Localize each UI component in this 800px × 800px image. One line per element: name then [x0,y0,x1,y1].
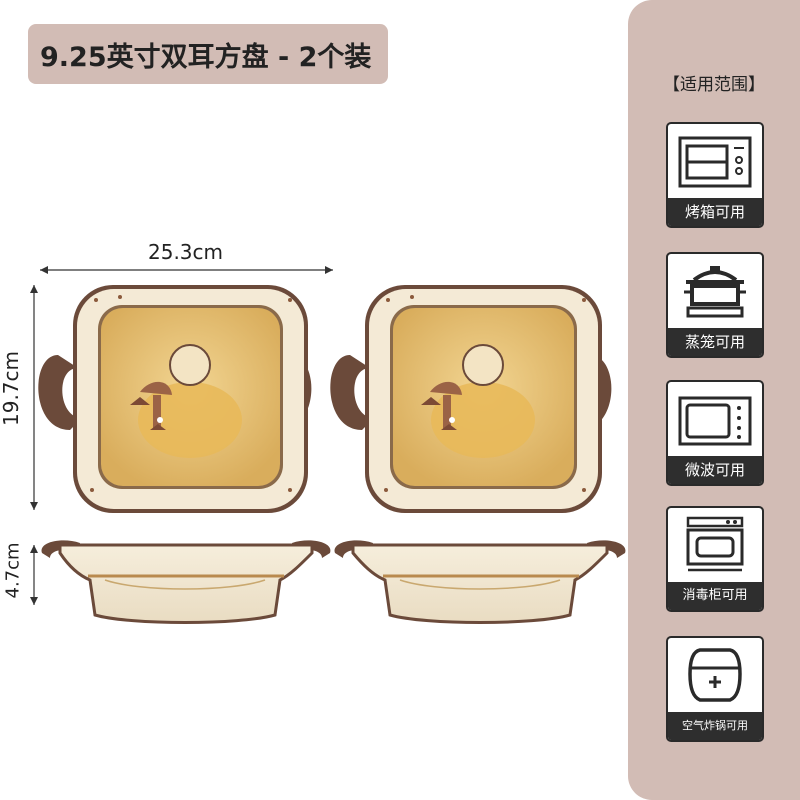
width-dimension-line [40,266,333,274]
air-fryer-icon [688,648,742,702]
usage-card-microwave: 微波可用 [666,380,764,486]
usage-card-oven: 烤箱可用 [666,122,764,228]
oven-icon [678,136,752,188]
plate-top-view-right [330,285,612,513]
product-title: 9.25英寸双耳方盘 - 2个装 [40,41,372,73]
product-title-badge: 9.25英寸双耳方盘 - 2个装 [28,24,388,84]
plate-side-view-left [41,540,331,624]
usage-card-steamer: 蒸笼可用 [666,252,764,358]
plate-side-view-right [334,540,626,624]
product-illustration [30,266,626,624]
usage-heading: 【适用范围】 [663,75,765,95]
usage-label: 烤箱可用 [668,198,762,226]
usage-label: 微波可用 [668,456,762,484]
usage-panel: 【适用范围】 烤箱可用 蒸笼可用 [628,0,800,800]
steamer-icon [684,266,746,318]
sterilizer-icon [686,516,744,572]
usage-label: 消毒柜可用 [668,582,762,610]
usage-card-air-fryer: 空气炸锅可用 [666,636,764,742]
height-dimension-line [30,545,38,605]
usage-label: 蒸笼可用 [668,328,762,356]
microwave-icon [678,396,752,446]
width-label: 25.3cm [148,240,224,264]
plate-top-view-left [38,285,312,513]
usage-card-sterilizer: 消毒柜可用 [666,506,764,612]
length-label: 19.7cm [0,350,23,426]
height-label: 4.7cm [2,542,24,599]
length-dimension-line [30,285,38,510]
usage-label: 空气炸锅可用 [668,712,762,740]
